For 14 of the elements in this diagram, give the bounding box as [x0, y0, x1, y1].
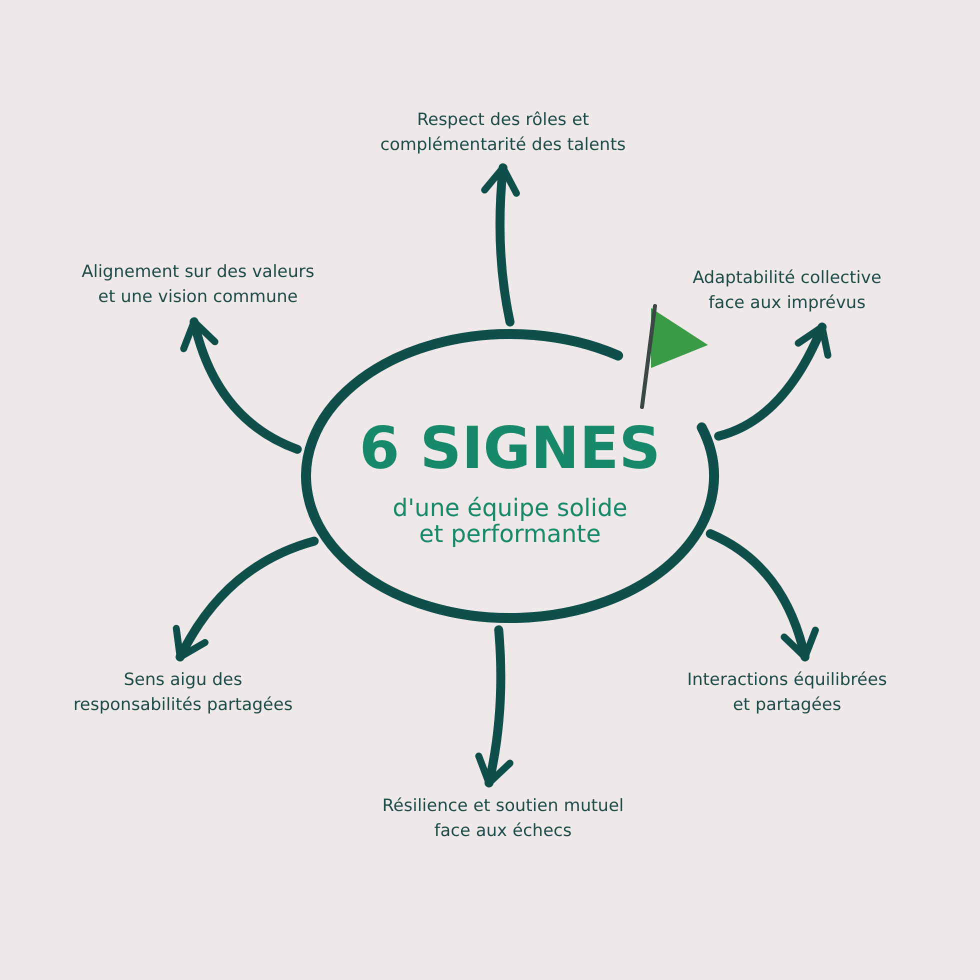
text-label: Alignement sur des valeurs et une vision commune	[68, 256, 328, 314]
text-label: Adaptabilité collective face aux imprévus	[682, 262, 892, 320]
curved-arrow	[706, 529, 818, 662]
text-label: Résilience et soutien mutuel face aux échecs	[363, 790, 643, 848]
curved-arrow	[474, 625, 514, 788]
curved-arrow	[174, 536, 319, 662]
text-label: Interactions équilibrées et partagées	[677, 664, 897, 722]
title-text: 6 SIGNES	[359, 418, 661, 478]
curved-arrow	[181, 317, 302, 454]
curved-arrow	[481, 163, 520, 326]
curved-arrow	[714, 322, 831, 441]
subtitle-text: d'une équipe solide et performante	[392, 495, 628, 547]
text-label: Respect des rôles et complémentarité des talents	[368, 104, 638, 162]
text-label: Sens aigu des responsabilités partagées	[63, 664, 303, 722]
